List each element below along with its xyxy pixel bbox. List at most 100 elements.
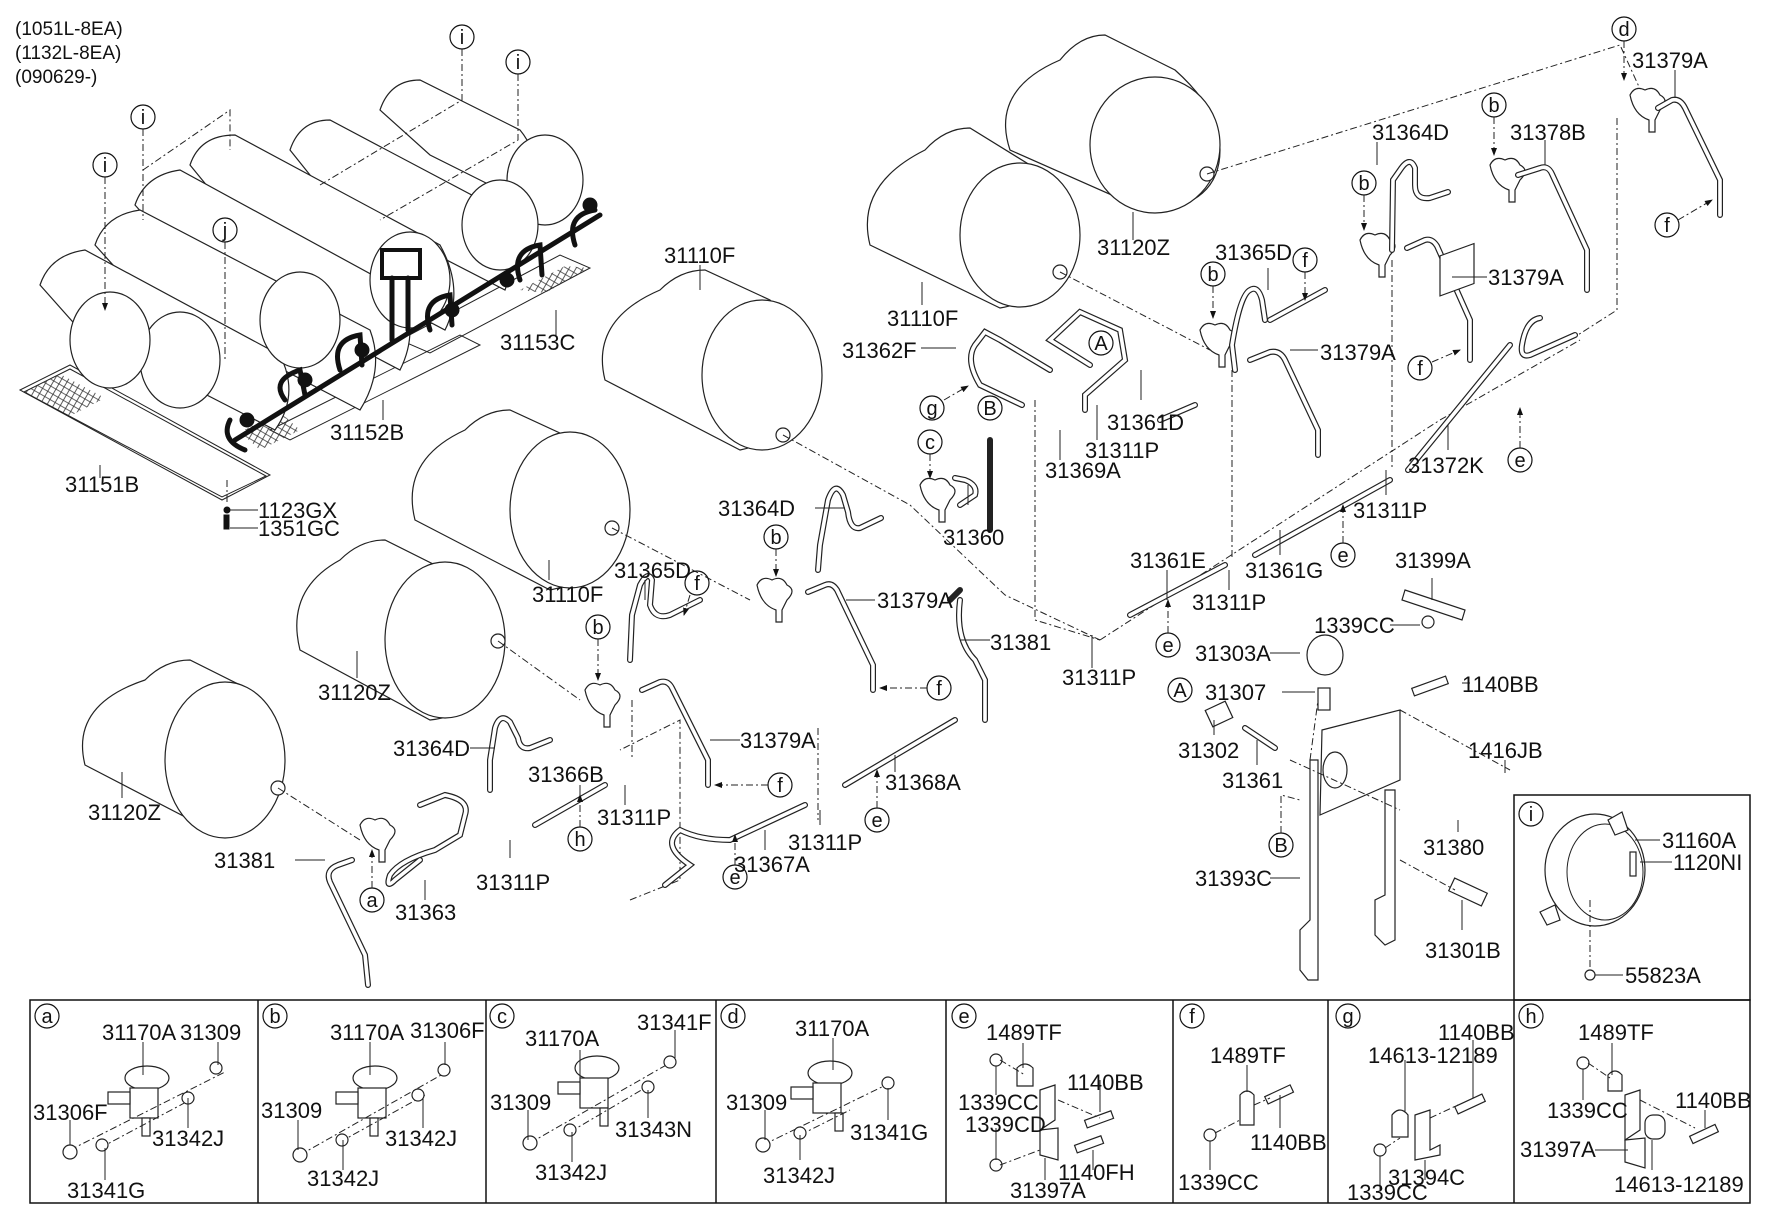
callout-d[interactable]: d xyxy=(1611,16,1637,81)
label-31110F: 31110F xyxy=(532,582,603,607)
overview-callout-j[interactable]: j xyxy=(212,217,238,360)
label-31309: 31309 xyxy=(261,1098,322,1123)
callout-b[interactable]: b xyxy=(1351,170,1377,231)
callout-B[interactable]: B xyxy=(1268,794,1301,858)
callout-f[interactable]: f xyxy=(714,772,793,798)
label-31362F: 31362F xyxy=(842,338,917,363)
label-31342J: 31342J xyxy=(385,1126,457,1151)
label-31120Z: 31120Z xyxy=(318,680,391,705)
svg-text:i: i xyxy=(516,52,520,74)
svg-text:A: A xyxy=(1173,680,1187,702)
tank-31120Z-mid: 31120Z xyxy=(296,539,506,721)
label-1339CC: 1339CC xyxy=(958,1090,1039,1115)
adapter-31307 xyxy=(1317,687,1331,711)
model-note: (1051L-8EA) xyxy=(15,19,123,40)
overview-callout-i[interactable]: i xyxy=(379,49,531,221)
callout-A[interactable]: A xyxy=(1088,330,1114,356)
callout-e[interactable]: e xyxy=(1507,407,1533,473)
overview-callout-i[interactable]: i xyxy=(130,104,231,220)
model-note: (1132L-8EA) xyxy=(15,43,121,64)
label-31381: 31381 xyxy=(214,848,275,873)
label-31342J: 31342J xyxy=(535,1160,607,1185)
model-note: (090629-) xyxy=(15,67,97,88)
main-valves xyxy=(359,87,1666,863)
floor-mesh xyxy=(240,412,300,450)
callout-e[interactable]: e xyxy=(1330,504,1356,568)
label-1351GC: 1351GC xyxy=(258,516,340,541)
svg-text:b: b xyxy=(1207,264,1218,286)
label-31361G: 31361G xyxy=(1245,558,1323,583)
label-31399A: 31399A xyxy=(1395,548,1471,573)
model-notes: (1051L-8EA) (1132L-8EA) (090629-) xyxy=(15,19,123,88)
callout-e[interactable]: e xyxy=(722,834,748,890)
label-31364D: 31364D xyxy=(718,496,795,521)
label-31365D: 31365D xyxy=(614,558,691,583)
label-1416JB: 1416JB xyxy=(1468,738,1543,763)
label-31365D: 31365D xyxy=(1215,240,1292,265)
svg-text:b: b xyxy=(770,527,781,549)
label-31364D: 31364D xyxy=(1372,120,1449,145)
label-31302: 31302 xyxy=(1178,738,1239,763)
callout-e[interactable]: e xyxy=(864,769,890,833)
svg-text:f: f xyxy=(1189,1006,1195,1028)
callout-f[interactable]: f xyxy=(1292,247,1318,301)
label-1339CC: 1339CC xyxy=(1347,1180,1428,1205)
callout-b[interactable]: b xyxy=(1481,92,1507,156)
callout-b[interactable]: b xyxy=(1200,261,1226,319)
callout-f[interactable]: f xyxy=(1654,199,1713,238)
svg-text:f: f xyxy=(936,678,942,700)
tank-31120Z-top: 31120Z xyxy=(1005,34,1221,260)
callout-B[interactable]: B xyxy=(977,395,1003,421)
callout-b[interactable]: b xyxy=(585,614,611,681)
svg-text:f: f xyxy=(777,775,783,797)
callout-f[interactable]: f xyxy=(879,675,952,701)
label-31311P: 31311P xyxy=(1085,438,1159,463)
label-31379A: 31379A xyxy=(740,728,816,753)
label-31160A: 31160A xyxy=(1662,828,1737,853)
svg-text:f: f xyxy=(1302,250,1308,272)
callout-f[interactable]: f xyxy=(1407,349,1461,381)
svg-text:g: g xyxy=(926,398,937,420)
callout-c[interactable]: c xyxy=(917,429,943,479)
tank-31110F-upper: 31110F xyxy=(866,127,1081,331)
label-31368A: 31368A xyxy=(885,770,961,795)
callout-h[interactable]: h xyxy=(567,794,593,852)
label-31342J: 31342J xyxy=(307,1166,379,1191)
label-31394C: 31394C xyxy=(1388,1165,1465,1190)
callout-e[interactable]: e xyxy=(1155,599,1181,658)
tank-31110F-lower: 31110F xyxy=(411,409,631,607)
bracket-31393C xyxy=(1299,759,1319,981)
floor-mesh xyxy=(520,266,590,293)
callout-g[interactable]: g xyxy=(919,385,969,421)
detail-panel-a: a 31170A 31309 31306F 31342J 31341G xyxy=(33,1003,241,1203)
label-31378B: 31378B xyxy=(1510,120,1586,145)
label-14613-12189: 14613-12189 xyxy=(1614,1172,1744,1197)
label-31306F: 31306F xyxy=(410,1018,485,1043)
plate-31380 xyxy=(1439,242,1475,297)
label-31379A: 31379A xyxy=(1320,340,1396,365)
overview-callout-i[interactable]: i xyxy=(319,24,475,186)
label-31153C: 31153C xyxy=(500,330,576,355)
tank-array xyxy=(39,79,584,431)
callout-f[interactable]: f xyxy=(683,570,710,616)
svg-text:i: i xyxy=(460,27,464,49)
bracket-31399A xyxy=(1401,589,1466,621)
label-31372K: 31372K xyxy=(1408,453,1484,478)
label-31366B: 31366B xyxy=(528,762,604,787)
callout-a[interactable]: a xyxy=(359,849,385,913)
callout-A[interactable]: A xyxy=(1167,677,1193,703)
label-31309: 31309 xyxy=(490,1090,551,1115)
label-31151B: 31151B xyxy=(65,472,139,497)
label-1123GX: 1123GX xyxy=(258,498,337,523)
overview-callout-i[interactable]: i xyxy=(92,152,118,311)
label-31152B: 31152B xyxy=(330,420,404,445)
label-31311P: 31311P xyxy=(1192,590,1266,615)
detail-panel-h: h 1489TF 1339CC 1140BB 31397A 14613-1218… xyxy=(1518,1003,1752,1197)
callout-b[interactable]: b xyxy=(763,524,789,577)
label-31369A: 31369A xyxy=(1045,458,1121,483)
label-31380: 31380 xyxy=(1423,835,1484,860)
label-1140BB: 1140BB xyxy=(1462,672,1539,697)
label-1140BB: 1140BB xyxy=(1067,1070,1144,1095)
label-31120Z: 31120Z xyxy=(1097,235,1170,260)
